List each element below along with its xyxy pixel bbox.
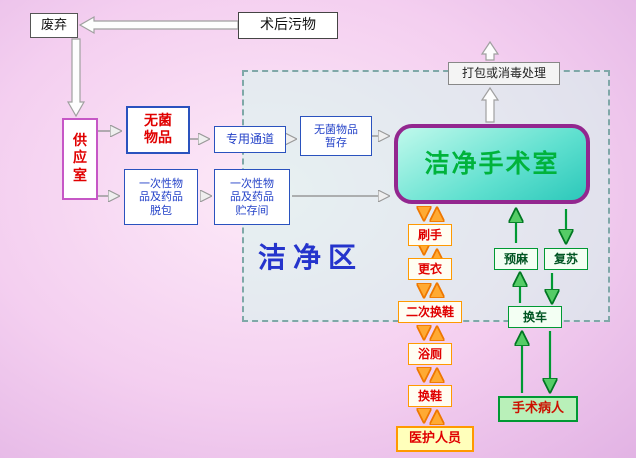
node-supply-room: 供 应 室 (62, 118, 98, 200)
node-second-shoe-change: 二次换鞋 (398, 301, 462, 323)
node-bath-toilet: 浴厕 (408, 343, 452, 365)
node-dedicated-passage: 专用通道 (214, 126, 286, 153)
arrow-waste-to-discard (78, 15, 239, 35)
patient-flow-arrows (516, 209, 566, 393)
node-clean-operating-room: 洁净手术室 (394, 124, 590, 204)
arrow-pack-to-waste (480, 40, 500, 61)
node-disposable-unpack: 一次性物 品及药品 脱包 (124, 169, 198, 225)
node-sterile-items-storage: 无菌物品 暂存 (300, 116, 372, 156)
arrow-discard-to-supply (66, 38, 86, 118)
node-sterile-items: 无菌 物品 (126, 106, 190, 154)
node-pack-or-disinfect: 打包或消毒处理 (448, 62, 560, 85)
node-recovery: 复苏 (544, 248, 588, 270)
node-scrub-hands: 刷手 (408, 224, 452, 246)
staff-flow-arrows (424, 207, 437, 423)
node-post-op-waste: 术后污物 (238, 12, 338, 39)
supply-connector-arrows (98, 131, 387, 196)
node-disposable-storage: 一次性物 品及药品 贮存间 (214, 169, 290, 225)
node-cart-change: 换车 (508, 306, 562, 328)
node-shoe-change: 换鞋 (408, 385, 452, 407)
node-pre-anesthesia: 预麻 (494, 248, 538, 270)
node-change-clothes: 更衣 (408, 258, 452, 280)
node-discard: 废弃 (30, 13, 78, 38)
node-surgical-patient: 手术病人 (498, 396, 578, 422)
arrow-or-to-pack (480, 86, 500, 123)
clean-zone-label: 洁净区 (258, 241, 364, 274)
waste-flow-arrows (66, 15, 500, 123)
node-medical-staff: 医护人员 (396, 426, 474, 452)
